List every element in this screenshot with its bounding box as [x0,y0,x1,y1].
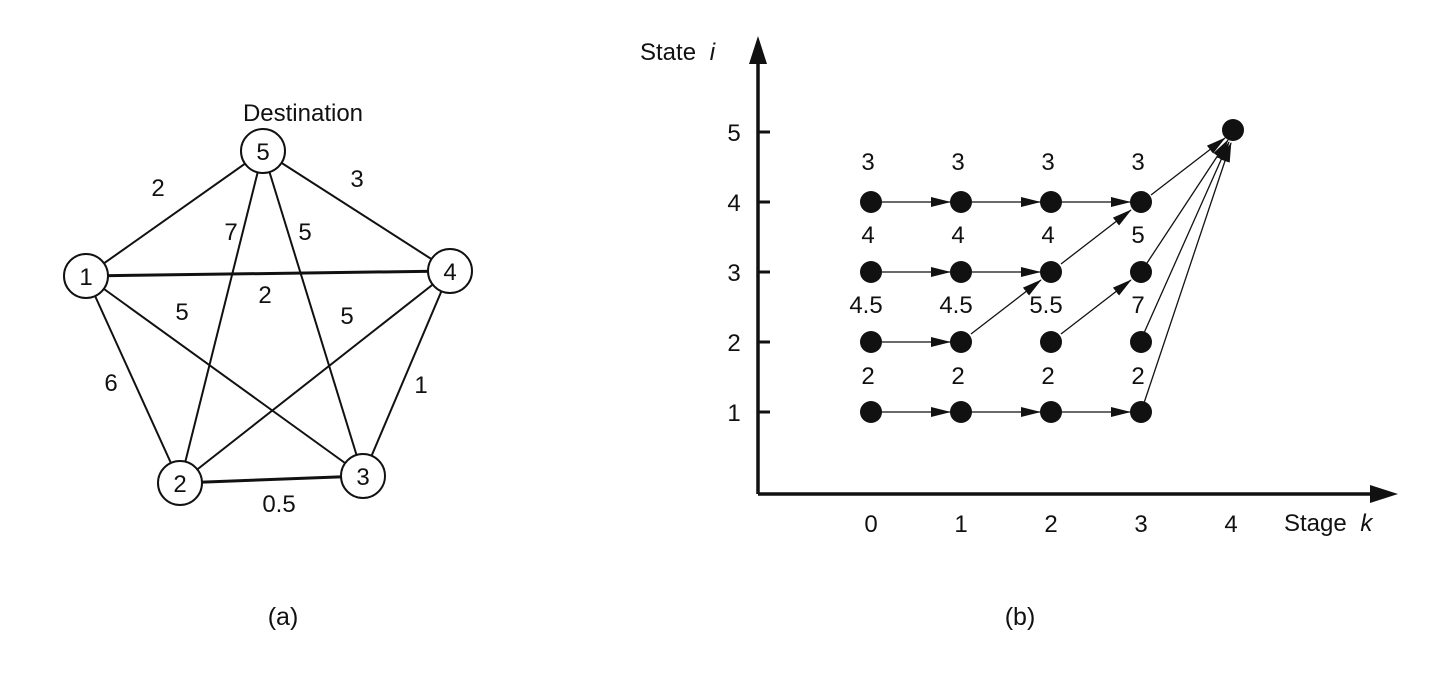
edge-1-4 [85,269,451,278]
y-tick-label-3: 3 [727,260,740,287]
weight-1-3: 5 [175,299,188,326]
x-tick-label-2: 2 [1044,511,1057,538]
arrow-s1i2-s2i3 [970,279,1042,335]
graph-node-4-label: 4 [443,259,456,286]
graph-node-2-label: 2 [173,471,186,498]
y-axis-label: State [640,39,696,66]
cost-label-s2-i2: 5.5 [1029,292,1062,319]
state-dot-s1-i2 [950,331,972,353]
arrow-s3i4-s4i5 [1150,137,1226,196]
x-tick-label-4: 4 [1224,511,1237,538]
cost-label-s1-i3: 4 [951,222,964,249]
edge-3-4 [362,270,451,477]
cost-label-s1-i1: 2 [951,363,964,390]
state-dot-s1-i3 [950,261,972,283]
state-dot-s4-i5 [1222,119,1244,141]
weight-1-4: 2 [258,282,271,309]
arrow-s2i2-s3i3 [1060,279,1132,335]
destination-label: Destination [243,100,363,127]
caption-b: (b) [1005,603,1036,631]
y-tick-label-4: 4 [727,190,740,217]
cost-label-s3-i3: 5 [1131,222,1144,249]
graph-node-1-label: 1 [79,264,92,291]
weight-2-4: 5 [340,303,353,330]
state-dot-s2-i3 [1040,261,1062,283]
cost-labels: 3 3 3 3 4 4 4 5 4.5 4.5 5.5 7 2 2 2 2 [849,149,1144,390]
cost-label-s0-i1: 2 [861,363,874,390]
state-dot-s0-i2 [860,331,882,353]
edge-1-5 [85,150,264,277]
arrow-s3i3-s4i5 [1146,139,1229,264]
state-dot-s2-i1 [1040,401,1062,423]
edge-1-2 [85,275,181,484]
cost-label-s3-i4: 3 [1131,149,1144,176]
weight-1-5: 2 [151,175,164,202]
state-dot-s2-i4 [1040,191,1062,213]
arrow-s2i3-s3i4 [1060,209,1132,265]
transition-arrows [882,137,1232,417]
panel-b-stage-diagram: State i Stage k 5 4 3 2 1 0 1 2 3 4 [640,36,1398,631]
edge-4-5 [262,150,451,272]
cost-label-s3-i2: 7 [1131,292,1144,319]
x-tick-label-1: 1 [954,511,967,538]
y-axis-title: State i [640,39,716,66]
graph-node-3-label: 3 [356,464,369,491]
state-dot-s3-i4 [1130,191,1152,213]
weight-2-3: 0.5 [262,491,295,518]
weight-1-2: 6 [104,370,117,397]
y-axis-arrowhead [749,36,767,64]
state-nodes [860,119,1244,423]
state-dot-s0-i1 [860,401,882,423]
graph-node-1: 1 [63,253,109,299]
cost-label-s0-i3: 4 [861,222,874,249]
weight-3-4: 1 [414,372,427,399]
graph-node-5-label: 5 [256,139,269,166]
x-tick-label-3: 3 [1134,511,1147,538]
x-axis-label: Stage [1284,510,1347,537]
x-tick-label-0: 0 [864,511,877,538]
y-tick-label-2: 2 [727,330,740,357]
state-dot-s0-i3 [860,261,882,283]
cost-label-s2-i1: 2 [1041,363,1054,390]
state-dot-s3-i3 [1130,261,1152,283]
edge-2-3 [179,474,364,485]
state-dot-s1-i1 [950,401,972,423]
state-dot-s3-i1 [1130,401,1152,423]
caption-a: (a) [268,603,299,631]
graph-node-3: 3 [340,453,386,499]
state-dot-s2-i2 [1040,331,1062,353]
state-dot-s0-i4 [860,191,882,213]
panel-a-graph: 2 3 7 5 2 5 5 6 1 0.5 5 1 4 2 3 Destin [63,100,473,631]
cost-label-s1-i2: 4.5 [939,292,972,319]
arrow-s3i1-s4i5 [1143,142,1232,404]
y-tick-label-5: 5 [727,120,740,147]
graph-node-2: 2 [157,460,203,506]
weight-2-5: 7 [224,219,237,246]
edge-1-3 [85,275,364,477]
cost-label-s0-i2: 4.5 [849,292,882,319]
edge-3-5 [262,150,364,477]
state-dot-s3-i2 [1130,331,1152,353]
y-tick-label-1: 1 [727,400,740,427]
cost-label-s2-i3: 4 [1041,222,1054,249]
weight-4-5: 3 [350,166,363,193]
cost-label-s1-i4: 3 [951,149,964,176]
edge-2-4 [179,270,451,484]
weight-3-5: 5 [298,219,311,246]
edge-2-5 [179,150,264,484]
x-axis-var: k [1360,510,1374,537]
cost-label-s3-i1: 2 [1131,363,1144,390]
x-axis-arrowhead [1370,485,1398,503]
graph-node-5: 5 [240,128,286,174]
cost-label-s0-i4: 3 [861,149,874,176]
x-axis-title: Stage k [1284,510,1374,537]
arrow-s3i2-s4i5 [1143,141,1230,334]
cost-label-s2-i4: 3 [1041,149,1054,176]
y-axis-var: i [710,39,716,66]
state-dot-s1-i4 [950,191,972,213]
graph-node-4: 4 [427,248,473,294]
